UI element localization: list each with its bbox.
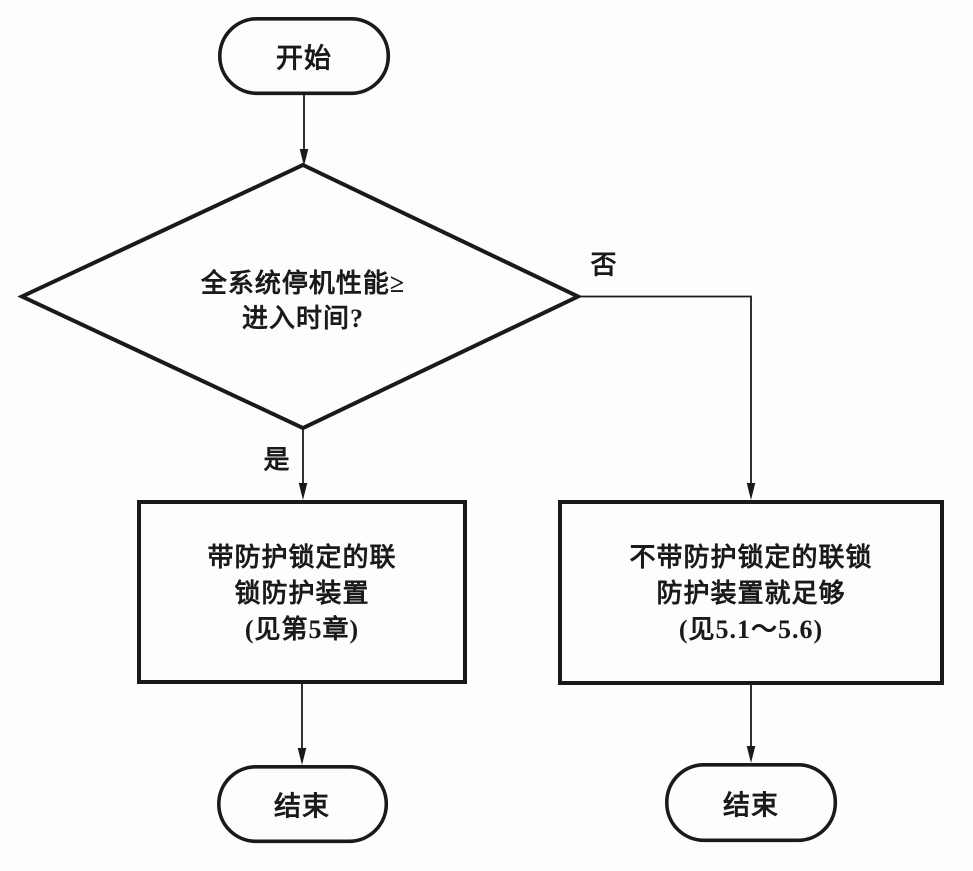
process-no-rect <box>558 500 944 685</box>
end-right-terminal-label: 结束 <box>723 790 779 821</box>
start-terminal-shape <box>218 16 391 96</box>
decision-text-line1: 全系统停机性能≥ <box>200 269 406 298</box>
end-left-terminal-label: 结束 <box>274 791 330 822</box>
process-yes-rect <box>137 500 467 684</box>
process-yes-text: 带防护锁定的联 锁防护装置 (见第5章) <box>207 540 396 648</box>
process-no-line3: (见5.1～5.6) <box>678 615 824 644</box>
process-yes-line1: 带防护锁定的联 <box>207 543 397 572</box>
arrowhead-decision-yes <box>298 483 308 500</box>
arrowhead-no-end <box>746 746 756 763</box>
arrowhead-decision-no <box>746 483 756 500</box>
process-no-line1: 不带防护锁定的联锁 <box>629 543 873 572</box>
process-yes-line3: (见第5章) <box>244 615 360 644</box>
end-left-terminal-shape <box>217 764 389 844</box>
process-no-text: 不带防护锁定的联锁 防护装置就足够 (见5.1～5.6) <box>629 540 872 648</box>
process-no-line2: 防护装置就足够 <box>656 579 846 608</box>
decision-text: 全系统停机性能≥ 进入时间? <box>201 266 405 336</box>
process-yes-line2: 锁防护装置 <box>234 579 370 608</box>
decision-diamond-shape <box>17 162 583 431</box>
branch-no-label: 否 <box>590 250 618 280</box>
start-terminal-label: 开始 <box>276 43 332 74</box>
arrowhead-yes-end <box>297 748 307 765</box>
branch-yes-label: 是 <box>263 445 291 475</box>
end-right-terminal-shape <box>664 762 838 843</box>
decision-text-line2: 进入时间? <box>241 304 364 333</box>
edge-decision-no <box>578 295 752 486</box>
arrowhead-start-decision <box>299 149 309 166</box>
